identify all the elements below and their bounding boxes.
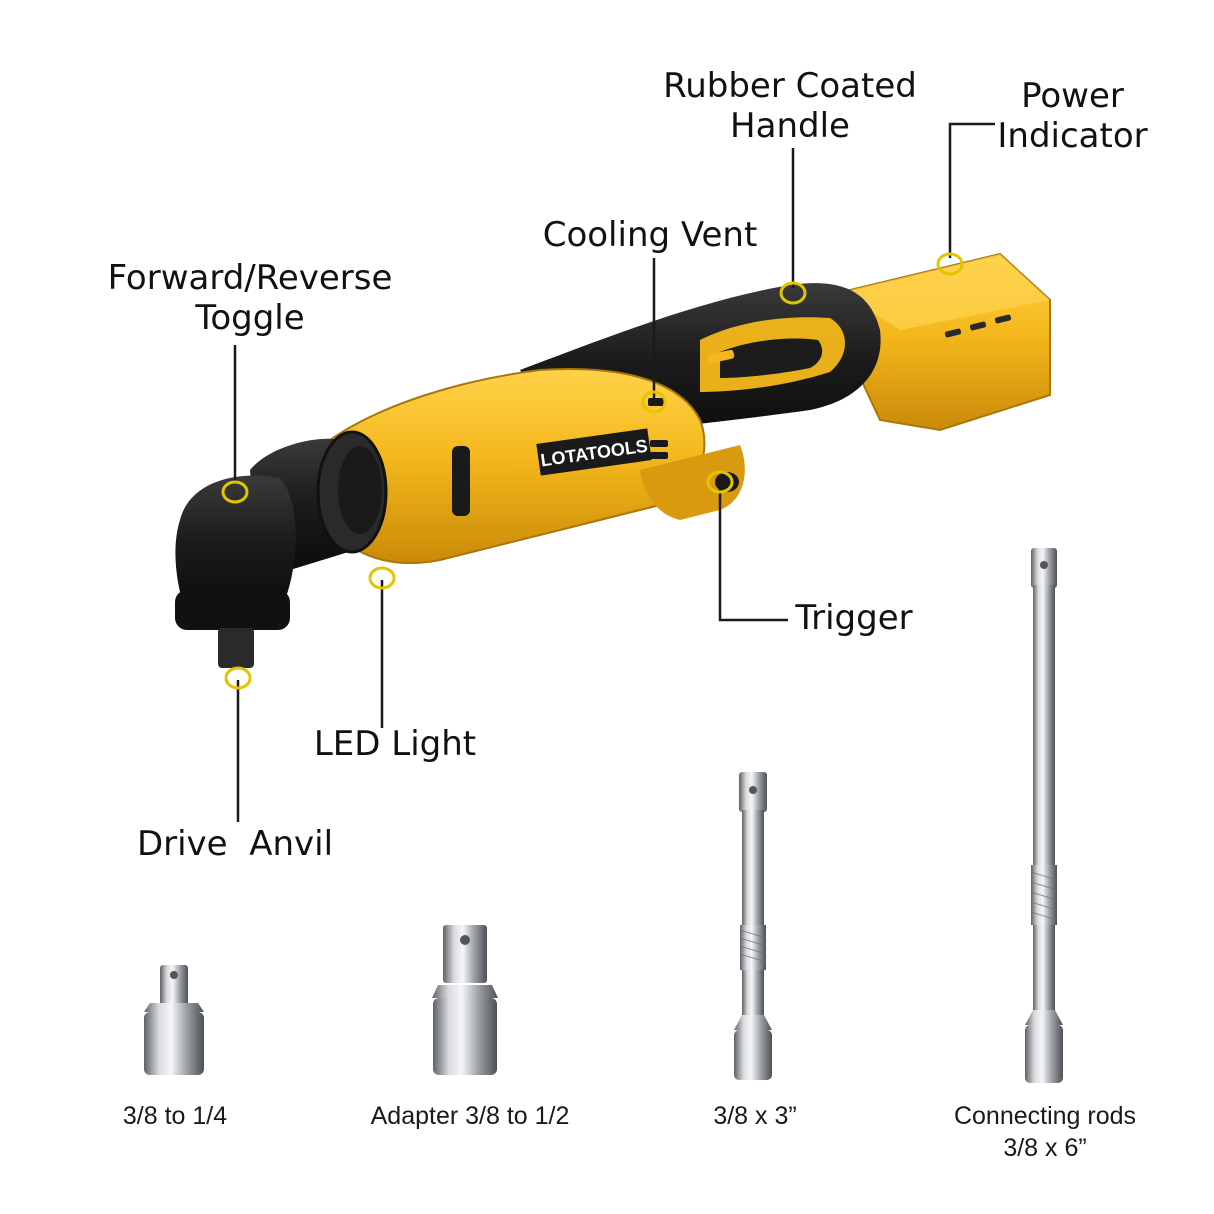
callout-line-1: Forward/Reverse — [107, 258, 393, 298]
callout-line-2: Handle — [730, 106, 850, 146]
marker-handle — [779, 281, 807, 305]
right-angle-head — [175, 475, 296, 610]
callout-led-light: LED Light — [313, 724, 477, 764]
accessory-extension-6in — [1025, 548, 1063, 1083]
callout-line-2: Toggle — [195, 298, 305, 338]
cooling-vent-slots — [648, 398, 668, 459]
marker-toggle — [221, 480, 249, 504]
callout-forward-reverse-toggle: Forward/Reverse Toggle — [100, 258, 400, 338]
callout-line-1: Rubber Coated — [663, 66, 917, 106]
caption-line-1: Connecting rods — [953, 1102, 1137, 1130]
callout-drive-anvil: Drive Anvil — [136, 824, 334, 864]
ratchet-wrench: LOTATOOLS — [175, 252, 1051, 668]
marker-power-indicator — [936, 252, 964, 276]
caption-adapter-3-8-to-1-4: 3/8 to 1/4 — [122, 1102, 228, 1130]
callout-line-1: Power — [1021, 76, 1124, 116]
trigger-housing — [640, 445, 745, 520]
marker-cooling-vent — [641, 390, 667, 414]
callout-line-2: Indicator — [997, 116, 1148, 156]
callout-cooling-vent: Cooling Vent — [542, 215, 758, 255]
caption-adapter-3-8-to-1-2: Adapter 3/8 to 1/2 — [370, 1102, 570, 1130]
head-collar — [175, 590, 290, 630]
marker-anvil — [224, 666, 252, 690]
leader-lines — [233, 122, 995, 822]
drive-anvil — [218, 628, 254, 668]
caption-extension-6-inch: Connecting rods 3/8 x 6” — [935, 1100, 1155, 1164]
caption-line-2: 3/8 x 6” — [1003, 1134, 1087, 1162]
callout-power-indicator: Power Indicator — [990, 76, 1155, 156]
marker-rings — [221, 252, 964, 690]
motor-housing — [328, 368, 706, 564]
battery-slots — [944, 314, 1012, 338]
accessory-adapter-1-4 — [144, 965, 204, 1075]
callout-trigger: Trigger — [795, 598, 913, 638]
callout-rubber-coated-handle: Rubber Coated Handle — [650, 66, 930, 146]
caption-extension-3-inch: 3/8 x 3” — [713, 1102, 797, 1130]
accessory-extension-3in — [734, 772, 772, 1080]
marker-led — [368, 566, 396, 590]
marker-trigger — [706, 470, 734, 494]
accessory-adapter-1-2 — [432, 925, 498, 1075]
